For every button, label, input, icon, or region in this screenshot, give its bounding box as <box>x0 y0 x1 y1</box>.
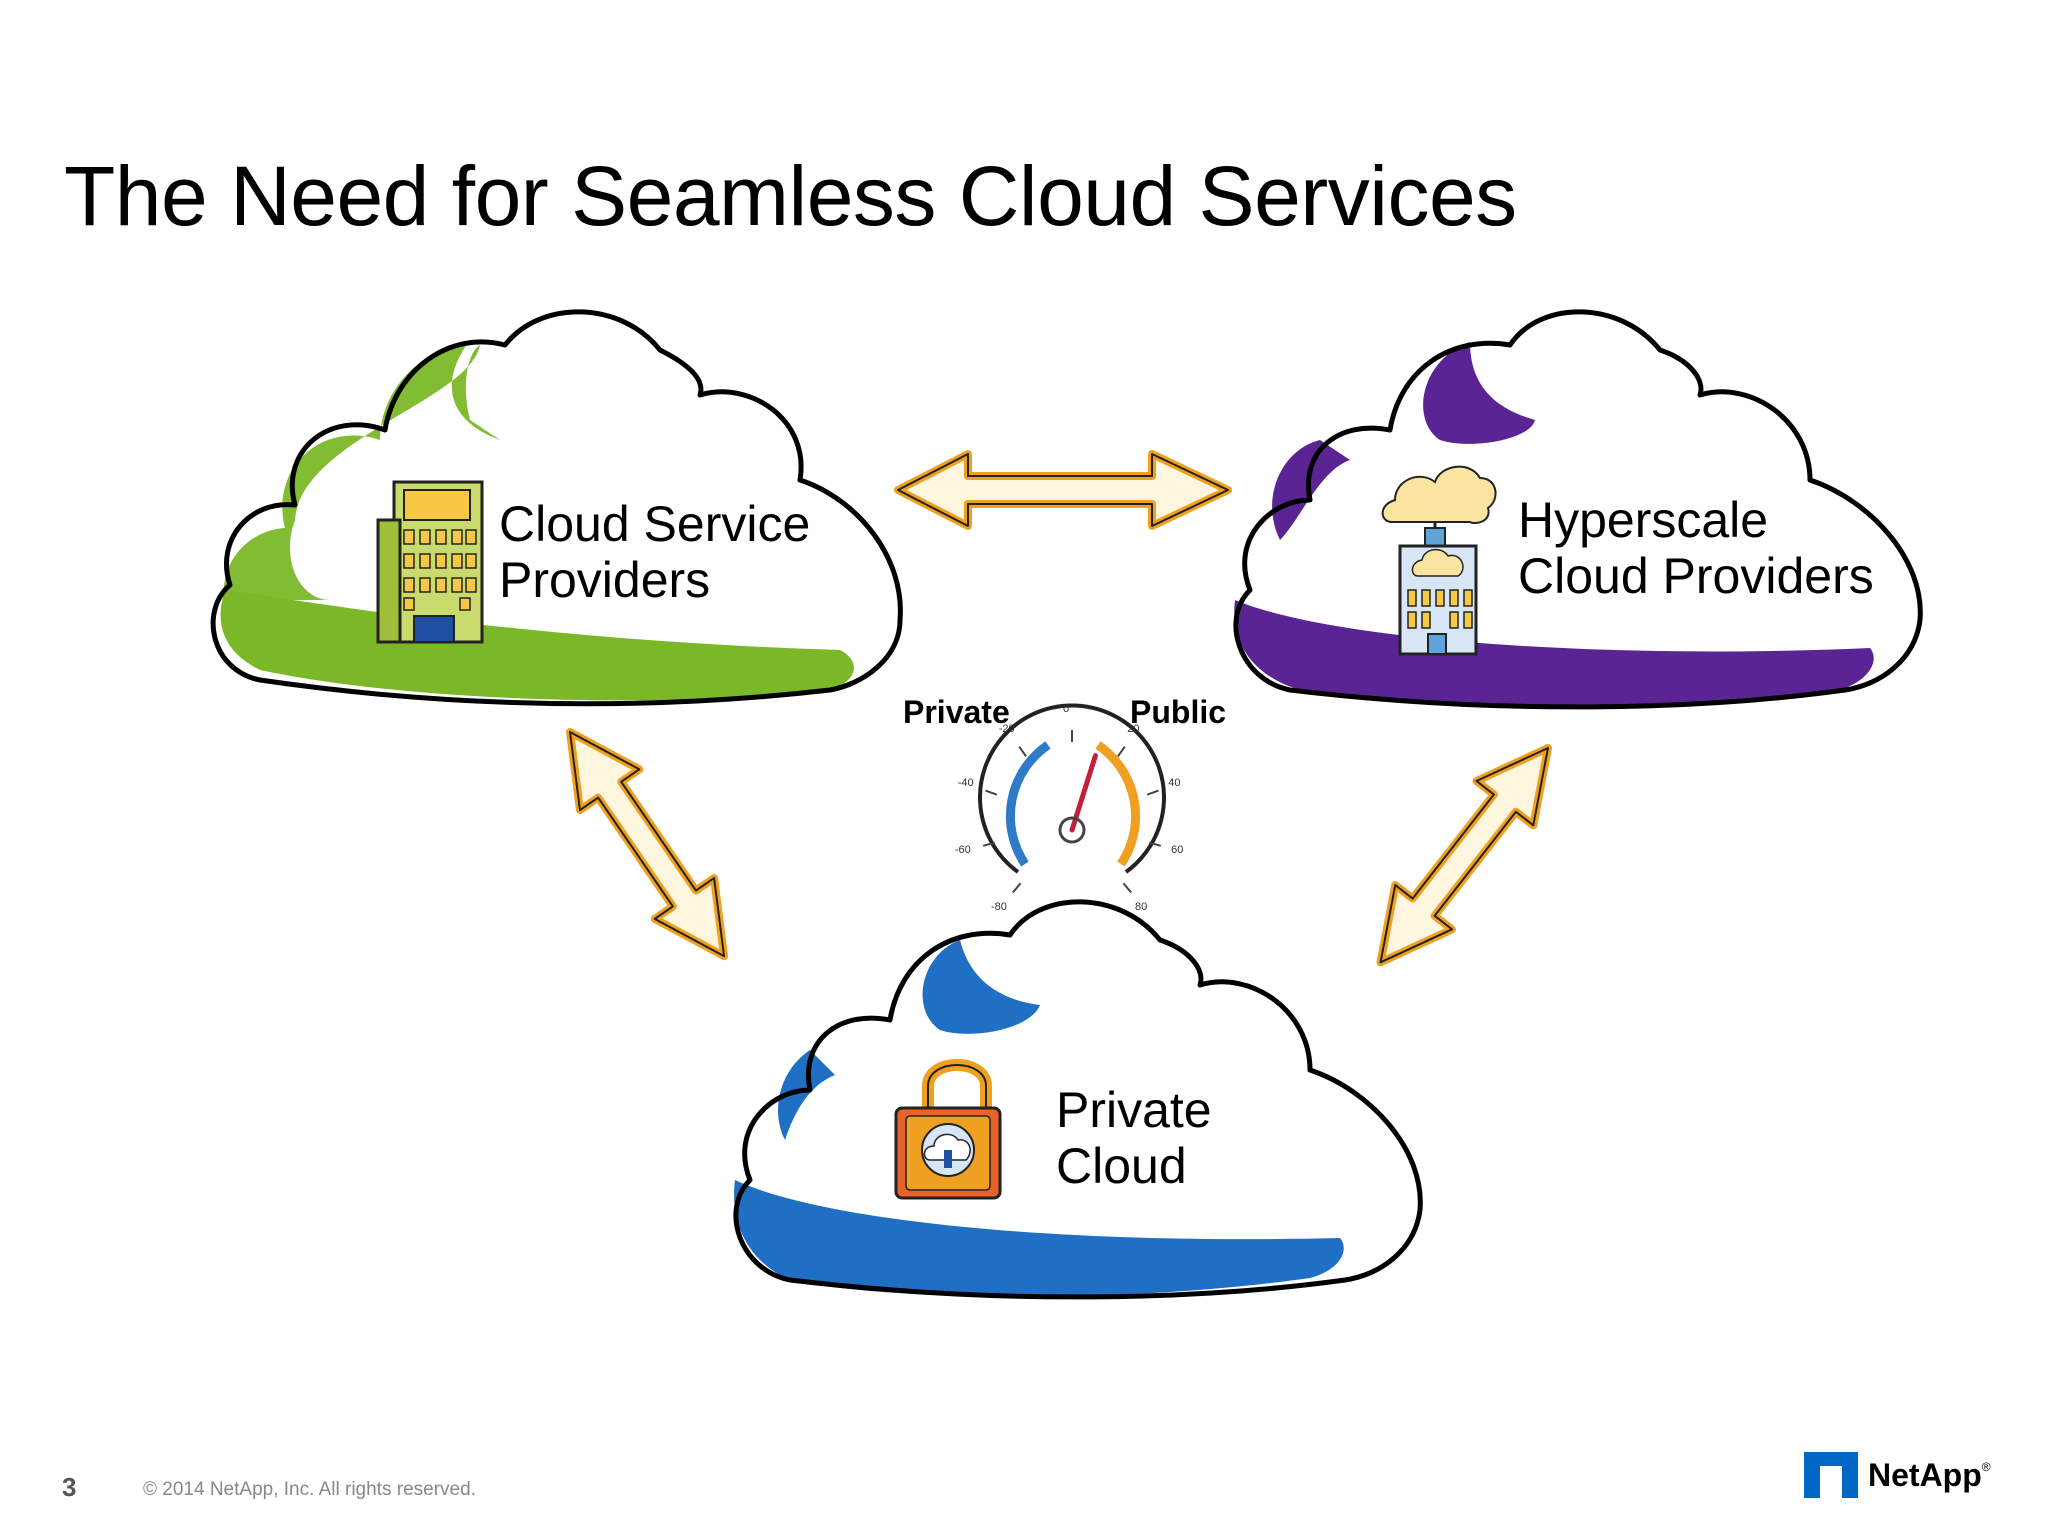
private-public-gauge <box>978 703 1166 894</box>
hyperscale-cloud-accent-bottom <box>1234 600 1874 708</box>
hyperscale-cloud-outline <box>1233 309 1923 710</box>
gauge-tick-label: 80 <box>1134 900 1148 913</box>
gauge-tick <box>1012 882 1022 894</box>
hyperscale-cloud <box>1233 309 1923 710</box>
private-cloud-outline <box>733 899 1423 1300</box>
gauge-tick-label: 40 <box>1168 776 1181 789</box>
hyperscale-label-line2: Cloud Providers <box>1518 548 1874 604</box>
gauge-private-label: Private <box>903 694 1010 730</box>
gauge-tick-label: 0 <box>1063 703 1070 715</box>
slide-title: The Need for Seamless Cloud Services <box>64 149 1517 243</box>
gauge-tick-label: -20 <box>998 723 1015 736</box>
csp-cloud-accent <box>223 340 500 600</box>
gauge-tick <box>1146 789 1159 796</box>
netapp-trademark-mark: ® <box>1981 1460 1991 1474</box>
hyperscale-label-line1: Hyperscale <box>1518 492 1769 548</box>
gauge-tick-marks <box>982 730 1162 894</box>
csp-label-line1: Cloud Service <box>499 496 811 552</box>
netapp-logo: NetApp® <box>1804 1452 1991 1498</box>
csp-cloud-outline <box>210 309 903 707</box>
cloud-building-icon <box>1381 465 1497 656</box>
office-building-icon <box>376 480 484 644</box>
private-cloud-label-line1: Private <box>1056 1082 1212 1138</box>
private-cloud <box>733 899 1423 1300</box>
gauge-private-arc <box>1005 741 1051 867</box>
arrow-csp-hyperscale <box>894 450 1232 530</box>
gauge-tick-label: -40 <box>957 776 974 789</box>
hyperscale-cloud-label: Hyperscale Cloud Providers <box>1518 492 1874 604</box>
copyright-text: © 2014 NetApp, Inc. All rights reserved. <box>143 1479 476 1500</box>
private-cloud-label: Private Cloud <box>1056 1082 1212 1194</box>
gauge-tick <box>985 789 998 796</box>
hyperscale-cloud-accent <box>1423 342 1535 444</box>
gauge-tick <box>1122 882 1132 894</box>
page-number: 3 <box>62 1472 77 1502</box>
private-cloud-accent-top <box>922 940 1040 1034</box>
gauge-needle <box>1058 753 1098 844</box>
gauge-tick-label: -80 <box>991 900 1007 913</box>
cloud-service-providers-cloud <box>210 309 903 707</box>
private-cloud-label-line2: Cloud <box>1056 1138 1187 1194</box>
csp-label-line2: Providers <box>499 552 711 608</box>
private-cloud-accent-left <box>778 1050 835 1140</box>
gauge-tick-label: -60 <box>954 843 971 856</box>
gauge-tick-label: 20 <box>1127 723 1140 736</box>
gauge-public-arc <box>1095 741 1141 867</box>
arrow-hyperscale-private <box>1376 744 1552 967</box>
gauge-tick <box>982 841 995 847</box>
private-cloud-accent-bottom <box>734 1180 1344 1297</box>
padlock-icon <box>894 1059 1002 1200</box>
arrow-csp-private <box>566 728 729 961</box>
netapp-logo-mark-icon <box>1804 1452 1858 1498</box>
gauge-tick <box>1018 746 1027 758</box>
cloud-service-providers-label: Cloud Service Providers <box>499 496 810 608</box>
gauge-public-label: Public <box>1130 694 1227 730</box>
gauge-tick <box>1149 841 1162 847</box>
gauge-tick <box>1117 746 1126 758</box>
gauge-tick-label: 60 <box>1171 843 1184 856</box>
netapp-logo-text: NetApp <box>1868 1456 1982 1493</box>
gauge-body <box>978 703 1166 874</box>
